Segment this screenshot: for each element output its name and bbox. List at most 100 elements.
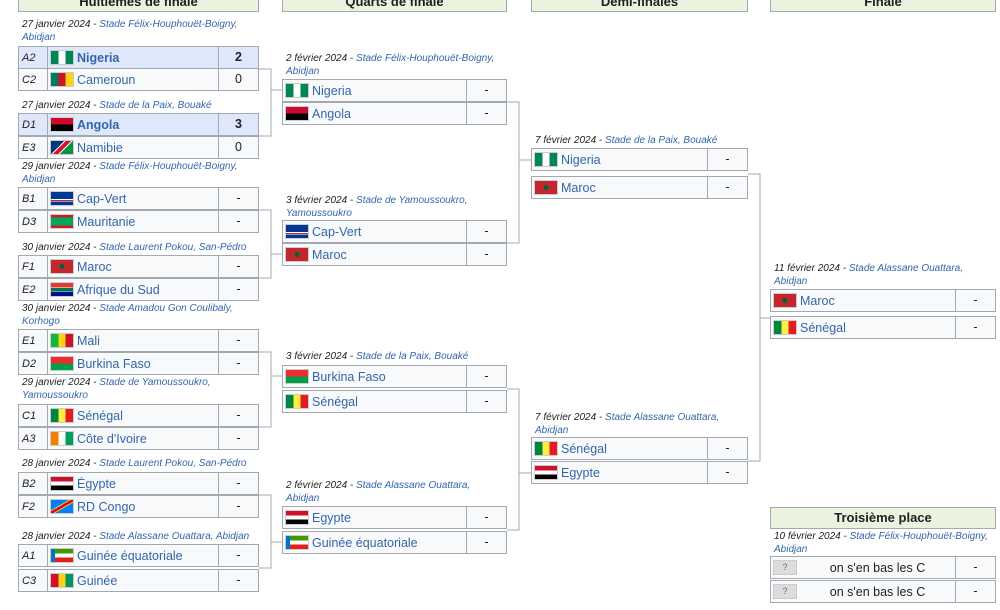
team-score: -: [955, 557, 995, 578]
flag-icon: [535, 466, 557, 479]
match-date: 29 janvier 2024: [22, 377, 91, 388]
team-score: -: [466, 244, 506, 265]
team-name[interactable]: Guinée: [77, 573, 118, 588]
team-seed: B2: [19, 473, 48, 494]
match-venue[interactable]: Stade de Yamoussoukro, Yamoussoukro: [286, 195, 468, 219]
connector-line: [270, 375, 282, 390]
team-name[interactable]: Namibie: [77, 140, 123, 155]
team-seed: D1: [19, 114, 48, 135]
team-name[interactable]: Afrique du Sud: [77, 282, 160, 297]
separator: -: [347, 351, 357, 362]
team-score: -: [218, 570, 258, 591]
team-row: Maroc-: [770, 289, 996, 312]
team-name[interactable]: Nigeria: [77, 50, 120, 65]
team-name[interactable]: Cap-Vert: [77, 191, 127, 206]
team-name[interactable]: Maroc: [312, 247, 347, 262]
flag-icon: [51, 215, 73, 228]
header-qf: Quarts de finale: [282, 0, 507, 12]
match-info: 10 février 2024 - Stade Félix-Houphouët-…: [774, 530, 994, 556]
team-seed: C2: [19, 69, 48, 90]
team-row: Sénégal-: [282, 390, 507, 413]
match-venue[interactable]: Stade Amadou Gon Coulibaly, Korhogo: [22, 303, 233, 327]
team-name[interactable]: Sénégal: [77, 408, 123, 423]
separator: -: [839, 263, 849, 274]
flag-icon: [51, 73, 73, 86]
flag-icon: [535, 442, 557, 455]
separator: -: [347, 53, 357, 64]
team-name[interactable]: Angola: [77, 117, 120, 132]
team-score: -: [218, 496, 258, 517]
team-name[interactable]: Maroc: [800, 293, 835, 308]
team-name[interactable]: Guinée équatoriale: [312, 535, 418, 550]
flag-icon: [51, 51, 73, 64]
team-name: on s'en bas les C: [829, 584, 926, 599]
match-venue[interactable]: Stade Félix-Houphouët-Boigny, Abidjan: [286, 53, 495, 77]
match-info: 27 janvier 2024 - Stade de la Paix, Boua…: [22, 99, 257, 112]
match-venue[interactable]: Stade Alassane Ouattara, Abidjan: [99, 531, 250, 542]
team-name[interactable]: Côte d'Ivoire: [77, 431, 147, 446]
team-name[interactable]: Sénégal: [561, 441, 607, 456]
connector-line: [270, 532, 282, 543]
team-seed: E1: [19, 330, 48, 351]
team-name[interactable]: Sénégal: [312, 394, 358, 409]
team-name[interactable]: Mauritanie: [77, 214, 136, 229]
team-name[interactable]: Guinée équatoriale: [77, 548, 183, 563]
team-name[interactable]: Égypte: [77, 476, 116, 491]
team-name[interactable]: Maroc: [561, 180, 596, 195]
match-venue[interactable]: Stade de Yamoussoukro, Yamoussoukro: [22, 377, 211, 401]
team-seed: D3: [19, 211, 48, 232]
match-venue[interactable]: Stade Alassane Ouattara, Abidjan: [286, 480, 471, 504]
match-info: 7 février 2024 - Stade de la Paix, Bouak…: [535, 134, 746, 147]
team-row: Egypte -: [282, 506, 507, 529]
match-date: 3 février 2024: [286, 351, 348, 362]
team-name[interactable]: Nigeria: [561, 152, 601, 167]
match-date: 29 janvier 2024: [22, 161, 91, 172]
match-date: 30 janvier 2024: [22, 303, 91, 314]
team-name[interactable]: Egypte: [561, 465, 600, 480]
separator: -: [90, 242, 100, 253]
match-venue[interactable]: Stade Félix-Houphouët-Boigny, Abidjan: [22, 161, 238, 185]
team-name[interactable]: RD Congo: [77, 499, 136, 514]
team-name[interactable]: Burkina Faso: [312, 369, 386, 384]
match-venue[interactable]: Stade Alassane Ouattara, Abidjan: [774, 263, 964, 287]
team-score: -: [466, 103, 506, 124]
team-row: Egypte-: [531, 461, 748, 484]
team-row: Cap-Vert-: [282, 220, 507, 243]
flag-icon: ?: [774, 561, 796, 574]
team-seed: E3: [19, 137, 48, 158]
team-row: Sénégal-: [770, 316, 996, 339]
team-name[interactable]: Sénégal: [800, 320, 846, 335]
team-name[interactable]: Mali: [77, 333, 100, 348]
flag-icon: [286, 84, 308, 97]
team-name[interactable]: Maroc: [77, 259, 112, 274]
match-venue[interactable]: Stade de la Paix, Bouaké: [605, 135, 718, 146]
team-score: -: [218, 330, 258, 351]
team-score: -: [466, 80, 506, 101]
flag-icon: [286, 248, 308, 261]
team-name[interactable]: Angola: [312, 106, 351, 121]
match-venue[interactable]: Stade Félix-Houphouët-Boigny, Abidjan: [22, 19, 238, 43]
team-name[interactable]: Egypte: [312, 510, 351, 525]
match-venue[interactable]: Stade de la Paix, Bouaké: [99, 100, 212, 111]
match-venue[interactable]: Stade Félix-Houphouët-Boigny, Abidjan: [774, 531, 988, 555]
team-score: -: [466, 507, 506, 528]
match-info: 7 février 2024 - Stade Alassane Ouattara…: [535, 411, 746, 437]
team-name[interactable]: Burkina Faso: [77, 356, 151, 371]
flag-icon: [51, 283, 73, 296]
match-venue[interactable]: Stade Laurent Pokou, San-Pédro: [99, 458, 247, 469]
team-name[interactable]: Cap-Vert: [312, 224, 362, 239]
match-venue[interactable]: Stade de la Paix, Bouaké: [356, 351, 469, 362]
team-name[interactable]: Nigeria: [312, 83, 352, 98]
match-venue[interactable]: Stade Laurent Pokou, San-Pédro: [99, 242, 247, 253]
match-venue[interactable]: Stade Alassane Ouattara, Abidjan: [535, 412, 720, 436]
flag-icon: [51, 549, 73, 562]
match-date: 3 février 2024: [286, 195, 348, 206]
team-name[interactable]: Cameroun: [77, 72, 136, 87]
